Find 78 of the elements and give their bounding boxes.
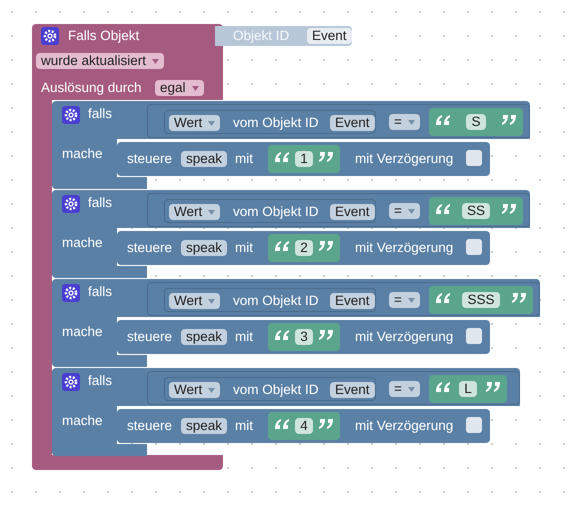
value-field: S (466, 114, 486, 130)
if-block (52, 190, 530, 278)
block-label: falls (88, 372, 112, 390)
block-label: steuere (127, 417, 172, 435)
value-field: Event (330, 382, 375, 398)
block-label: mache (62, 234, 103, 252)
block-label: mache (62, 145, 103, 163)
text-block (429, 108, 523, 136)
comparison-block (147, 282, 540, 316)
dropdown: Wert (169, 382, 220, 398)
text-block (429, 375, 507, 403)
value-field: Event (307, 28, 352, 44)
block-label: steuere (127, 239, 172, 257)
comparison-block (147, 193, 530, 227)
dropdown: = (389, 381, 420, 397)
value-field: speak (181, 240, 228, 256)
block-label: vom Objekt ID (233, 203, 319, 221)
if-block (52, 279, 540, 367)
comparison-block (147, 104, 530, 138)
dropdown: = (389, 203, 420, 219)
block-label: vom Objekt ID (233, 381, 319, 399)
value-field: SS (462, 203, 490, 219)
value-block (164, 377, 376, 401)
value-field: speak (181, 329, 228, 345)
block-label: steuere (127, 150, 172, 168)
value-field: speak (181, 418, 228, 434)
value-block (164, 199, 376, 223)
block-label: mit Verzögerung (355, 150, 454, 168)
block-label: mit Verzögerung (355, 328, 454, 346)
value-field: SSS (462, 292, 500, 308)
block-label: falls (88, 283, 112, 301)
block-label: mit (235, 328, 253, 346)
value-field: 2 (295, 240, 313, 256)
block-label: Auslösung durch (41, 79, 142, 97)
value-field: Event (330, 204, 375, 220)
dropdown: = (389, 292, 420, 308)
text-block (268, 412, 340, 440)
block-label: mit (235, 150, 253, 168)
dropdown: Wert (169, 115, 220, 131)
dropdown: Wert (169, 204, 220, 220)
control-block (117, 409, 490, 443)
value-field: Event (330, 115, 375, 131)
value-field: Event (330, 293, 375, 309)
value-field: L (459, 381, 477, 397)
dropdown: egal (155, 80, 204, 96)
value-block (164, 288, 376, 312)
block-label: mit (235, 239, 253, 257)
dropdown: wurde aktualisiert (36, 53, 164, 69)
block-label: Objekt ID (233, 27, 290, 45)
value-field: 4 (295, 418, 313, 434)
block-label: mit Verzögerung (355, 239, 454, 257)
value-block (164, 110, 376, 134)
block-label: Falls Objekt (68, 27, 140, 45)
block-label: mache (62, 323, 103, 341)
block-label: mit Verzögerung (355, 417, 454, 435)
block-label: vom Objekt ID (233, 292, 319, 310)
dropdown: = (389, 114, 420, 130)
text-block (429, 286, 533, 314)
block-label: mit (235, 417, 253, 435)
value-field: 1 (295, 151, 313, 167)
control-block (117, 231, 490, 265)
text-block (268, 323, 340, 351)
block-label: steuere (127, 328, 172, 346)
object-id-block (215, 26, 352, 46)
text-block (268, 234, 340, 262)
block-label: mache (62, 412, 103, 430)
block-label: vom Objekt ID (233, 114, 319, 132)
text-block (268, 145, 340, 173)
control-block (117, 320, 490, 354)
block-label: falls (88, 194, 112, 212)
text-block (429, 197, 523, 225)
block-label: falls (88, 105, 112, 123)
dropdown: Wert (169, 293, 220, 309)
control-block (117, 142, 490, 176)
if-block (52, 101, 530, 189)
comparison-block (147, 371, 520, 405)
value-field: 3 (295, 329, 313, 345)
value-field: speak (181, 151, 228, 167)
